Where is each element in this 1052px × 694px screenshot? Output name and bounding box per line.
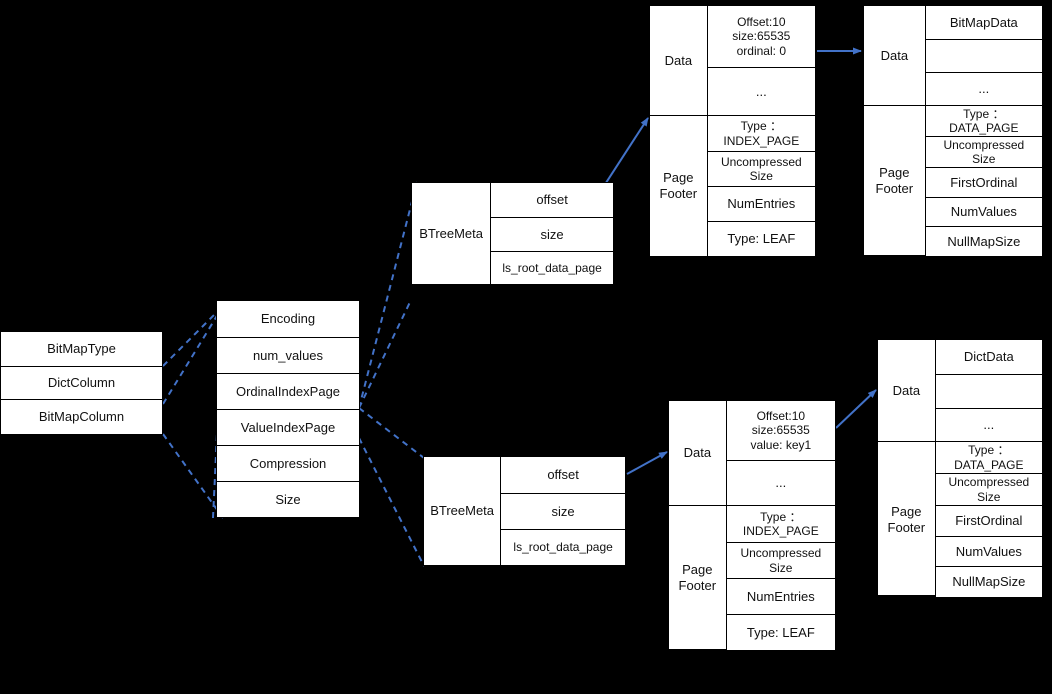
btree-bottom-offset: offset [501, 457, 625, 494]
dict-data-page-box: Data DictData ... Page Footer Type ： DAT… [877, 339, 1043, 597]
row-encoding: Encoding [217, 301, 359, 338]
index-top-footer-numentries: NumEntries [707, 187, 815, 222]
dp-bottom-footer-label: Page Footer [878, 442, 936, 597]
row-bitmaptype: BitMapType [1, 332, 162, 367]
row-value-index-page: ValueIndexPage [217, 410, 359, 446]
index-bottom-entry-0: Offset:10 size:65535 value: key1 [726, 401, 835, 461]
dp-bottom-row-2: ... [935, 409, 1042, 441]
dp-bottom-row-1 [935, 375, 1042, 409]
dp-top-row-2: ... [925, 73, 1042, 105]
index-top-data-label: Data [650, 6, 708, 115]
btree-top-size: size [491, 218, 613, 252]
dp-top-footer-nullmapsize: NullMapSize [925, 227, 1042, 256]
index-top-footer-seg: Page Footer Type ： INDEX_PAGE Uncompress… [650, 116, 815, 256]
row-size: Size [217, 482, 359, 517]
dp-top-data-seg: Data BitMapData ... [864, 6, 1042, 106]
index-bottom-footer-numentries: NumEntries [726, 579, 835, 615]
dp-bottom-row-0: DictData [935, 340, 1042, 375]
index-top-footer-leaf: Type: LEAF [707, 222, 815, 256]
row-num-values: num_values [217, 338, 359, 374]
row-ordinal-index-page: OrdinalIndexPage [217, 374, 359, 410]
value-index-page-box: Data Offset:10 size:65535 value: key1 ..… [668, 400, 836, 650]
assoc-types-to-meta [162, 305, 224, 519]
dp-top-data-label: Data [864, 6, 926, 105]
bitmap-data-page-box: Data BitMapData ... Page Footer Type ： D… [863, 5, 1043, 256]
index-bottom-data-seg: Data Offset:10 size:65535 value: key1 ..… [669, 401, 835, 506]
btree-meta-top-label: BTreeMeta [412, 183, 492, 284]
row-compression: Compression [217, 446, 359, 482]
dp-bottom-footer-firstordinal: FirstOrdinal [935, 506, 1042, 537]
dp-bottom-footer-numvalues: NumValues [935, 537, 1042, 567]
dp-top-footer-uncompressed-size: Uncompressed Size [925, 137, 1042, 168]
index-top-footer-uncompressed-size: Uncompressed Size [707, 152, 815, 187]
dp-bottom-footer-seg: Page Footer Type ： DATA_PAGE Uncompresse… [878, 442, 1042, 597]
dp-top-footer-numvalues: NumValues [925, 198, 1042, 227]
arrow-btree-bottom-to-index-page [626, 451, 668, 475]
dp-top-footer-label: Page Footer [864, 106, 926, 256]
dp-bottom-footer-nullmapsize: NullMapSize [935, 567, 1042, 597]
btree-top-offset: offset [491, 183, 613, 218]
dp-top-footer-type: Type ： DATA_PAGE [925, 106, 1042, 137]
dp-top-footer-seg: Page Footer Type ： DATA_PAGE Uncompresse… [864, 106, 1042, 256]
index-bottom-footer-seg: Page Footer Type ： INDEX_PAGE Uncompress… [669, 506, 835, 650]
arrow-index-to-dict-data [835, 389, 877, 429]
index-bottom-entry-1: ... [726, 461, 835, 505]
index-top-footer-label: Page Footer [650, 116, 708, 256]
dp-top-row-1 [925, 40, 1042, 73]
btree-meta-bottom-label: BTreeMeta [424, 457, 502, 565]
index-top-entry-1: ... [707, 68, 815, 115]
ordinal-index-page-box: Data Offset:10 size:65535 ordinal: 0 ...… [649, 5, 816, 257]
index-bottom-footer-uncompressed-size: Uncompressed Size [726, 543, 835, 579]
index-top-data-seg: Data Offset:10 size:65535 ordinal: 0 ... [650, 6, 815, 116]
btree-bottom-size: size [501, 494, 625, 530]
dp-bottom-data-seg: Data DictData ... [878, 340, 1042, 442]
index-bottom-footer-leaf: Type: LEAF [726, 615, 835, 650]
row-bitmapcolumn: BitMapColumn [1, 400, 162, 434]
column-meta-box: Encoding num_values OrdinalIndexPage Val… [216, 300, 360, 518]
dp-top-row-0: BitMapData [925, 6, 1042, 40]
index-top-footer-type: Type ： INDEX_PAGE [707, 116, 815, 152]
index-bottom-footer-type: Type ： INDEX_PAGE [726, 506, 835, 543]
row-dictcolumn: DictColumn [1, 366, 162, 401]
index-bottom-footer-label: Page Footer [669, 506, 727, 650]
dp-bottom-footer-type: Type ： DATA_PAGE [935, 442, 1042, 474]
index-top-entry-0: Offset:10 size:65535 ordinal: 0 [707, 6, 815, 68]
dp-top-footer-firstordinal: FirstOrdinal [925, 168, 1042, 198]
btree-bottom-is-root-data-page: ls_root_data_page [501, 530, 625, 565]
column-types-box: BitMapType DictColumn BitMapColumn [0, 331, 163, 435]
dp-bottom-data-label: Data [878, 340, 936, 441]
btree-meta-bottom-box: BTreeMeta offset size ls_root_data_page [423, 456, 626, 566]
btree-top-is-root-data-page: ls_root_data_page [491, 252, 613, 284]
index-bottom-data-label: Data [669, 401, 727, 505]
dp-bottom-footer-uncompressed-size: Uncompressed Size [935, 474, 1042, 506]
btree-meta-top-box: BTreeMeta offset size ls_root_data_page [411, 182, 614, 285]
